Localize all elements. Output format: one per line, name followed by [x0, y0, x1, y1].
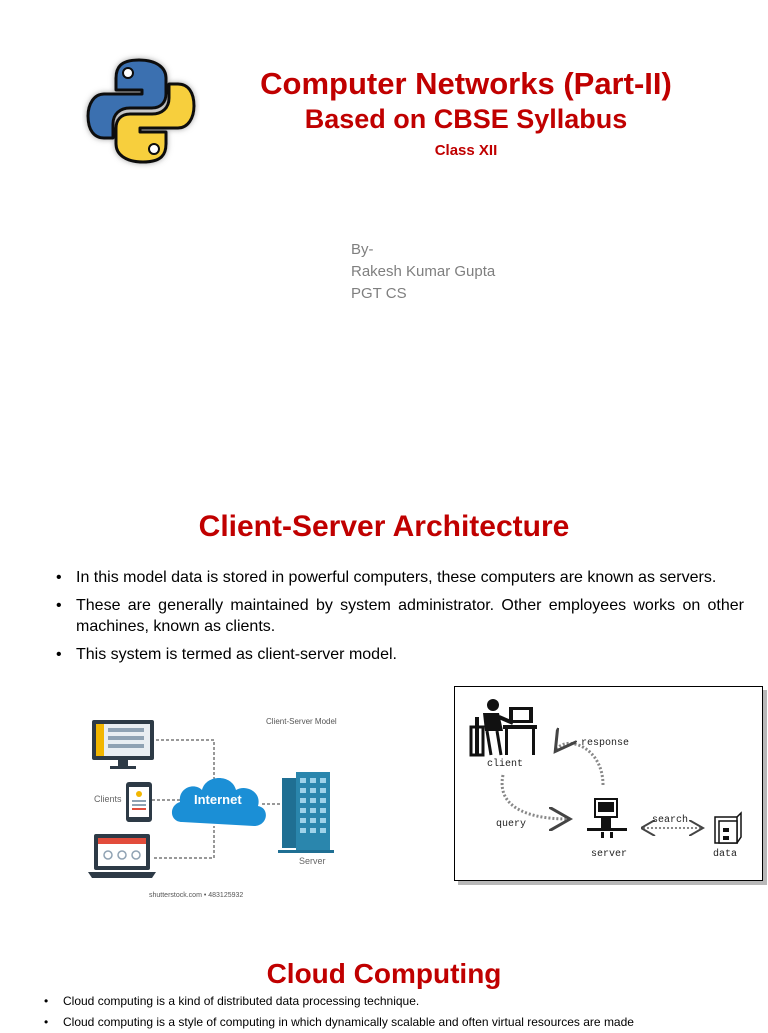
clients-label: Clients	[94, 794, 122, 804]
monitor-icon	[92, 720, 154, 769]
python-logo-icon	[82, 52, 200, 170]
image-credit: shutterstock.com • 483125932	[149, 892, 244, 899]
server-icon	[278, 772, 334, 853]
cloud-icon	[171, 778, 266, 826]
diagram-response-label: response	[581, 738, 630, 749]
cloud-computing-bullet-list: Cloud computing is a kind of distributed…	[44, 991, 754, 1033]
author-by: By-	[351, 241, 374, 258]
client-server-bullet-list: In this model data is stored in powerful…	[54, 567, 744, 672]
client-server-model-label: Client-Server Model	[266, 717, 337, 726]
diagram-search-label: search	[652, 815, 689, 826]
data-storage-icon	[714, 811, 742, 844]
section-title-cloud-computing: Cloud Computing	[266, 958, 502, 989]
client-person-icon	[469, 699, 537, 757]
phone-icon	[126, 782, 152, 822]
author-role: PGT CS	[351, 285, 407, 302]
presentation-title: Computer Networks (Part-II)	[260, 66, 672, 101]
laptop-icon	[88, 834, 156, 878]
diagram-query-label: query	[496, 819, 527, 830]
client-server-model-image	[86, 712, 338, 910]
list-item: These are generally maintained by system…	[54, 595, 744, 637]
server-label: Server	[299, 856, 326, 866]
internet-label: Internet	[194, 792, 242, 807]
diagram-data-label: data	[713, 849, 738, 860]
diagram-client-label: client	[487, 759, 524, 770]
list-item: Cloud computing is a style of computing …	[44, 1012, 754, 1033]
author-name: Rakesh Kumar Gupta	[351, 263, 496, 280]
class-label: Class XII	[434, 142, 498, 159]
client-server-diagram: client response query server search data	[454, 686, 763, 881]
list-item: Cloud computing is a kind of distributed…	[44, 991, 754, 1012]
list-item: This system is termed as client-server m…	[54, 644, 744, 665]
presentation-subtitle: Based on CBSE Syllabus	[304, 104, 628, 134]
diagram-server-label: server	[591, 849, 628, 860]
section-title-client-server: Client-Server Architecture	[198, 510, 570, 543]
list-item: In this model data is stored in powerful…	[54, 567, 744, 588]
server-computer-icon	[587, 798, 627, 838]
